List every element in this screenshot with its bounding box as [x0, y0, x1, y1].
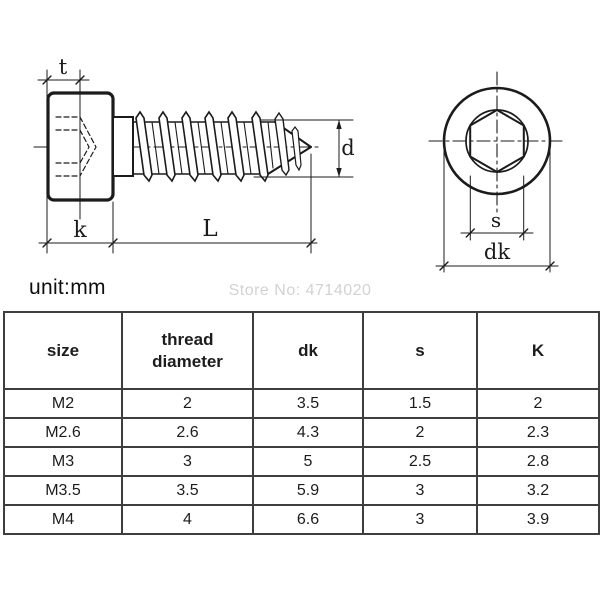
table-cell: 6.6 [252, 504, 364, 535]
table-cell: 2.3 [476, 417, 600, 448]
table-cell: 4 [121, 504, 254, 535]
table-row: M4 4 6.6 3 3.9 [3, 504, 600, 535]
table-row: M2 2 3.5 1.5 2 [3, 388, 600, 419]
d-dimension [253, 119, 354, 178]
thread-flights [135, 110, 302, 183]
table-cell: 2.5 [362, 446, 478, 477]
screw-tip [267, 121, 312, 175]
table-row: M2.6 2.6 4.3 2 2.3 [3, 417, 600, 448]
table-cell: M3.5 [3, 475, 123, 506]
table-cell: M3 [3, 446, 123, 477]
dimension-label-k: k [73, 218, 87, 243]
store-number-watermark: Store No: 4714020 [228, 282, 372, 299]
header-K: K [476, 311, 600, 390]
s-dimension [460, 175, 534, 241]
table-cell: 3.2 [476, 475, 600, 506]
table-cell: 3.5 [121, 475, 254, 506]
dimension-label-d: d [341, 136, 354, 160]
header-thread-diameter: thread diameter [121, 311, 254, 390]
table-cell: 2.6 [121, 417, 254, 448]
spec-table: size thread diameter dk s K M2 2 3.5 1.5… [3, 311, 600, 535]
table-cell: M2.6 [3, 417, 123, 448]
dk-dimension [435, 146, 559, 273]
header-size: size [3, 311, 123, 390]
table-cell: 1.5 [362, 388, 478, 419]
table-header-row: size thread diameter dk s K [3, 311, 600, 390]
table-cell: 3 [362, 475, 478, 506]
screw-neck [112, 116, 134, 177]
table-row: M3 3 5 2.5 2.8 [3, 446, 600, 477]
header-s: s [362, 311, 478, 390]
socket-hidden-lines [55, 116, 97, 177]
table-cell: 5 [252, 446, 364, 477]
dimension-label-dk: dk [484, 240, 510, 264]
table-cell: 3.5 [252, 388, 364, 419]
table-cell: 3.9 [476, 504, 600, 535]
t-dimension [37, 75, 90, 85]
kl-dimension [38, 238, 318, 248]
table-cell: 3 [121, 446, 254, 477]
unit-label: unit:mm [29, 276, 106, 299]
dimension-label-s: s [491, 208, 501, 232]
table-cell: 2 [362, 417, 478, 448]
table-cell: 2 [121, 388, 254, 419]
side-view-drawing: t d k L [33, 55, 355, 254]
header-dk: dk [252, 311, 364, 390]
table-cell: 5.9 [252, 475, 364, 506]
technical-drawing: t d k L [33, 55, 567, 273]
table-cell: 2.8 [476, 446, 600, 477]
thread-back-lines [151, 121, 274, 175]
front-view-drawing: s dk [428, 71, 567, 273]
table-cell: 4.3 [252, 417, 364, 448]
dimension-label-L: L [202, 216, 217, 242]
table-cell: M2 [3, 388, 123, 419]
table-cell: 3 [362, 504, 478, 535]
table-cell: 2 [476, 388, 600, 419]
table-row: M3.5 3.5 5.9 3 3.2 [3, 475, 600, 506]
table-cell: M4 [3, 504, 123, 535]
dimension-label-t: t [59, 55, 68, 79]
